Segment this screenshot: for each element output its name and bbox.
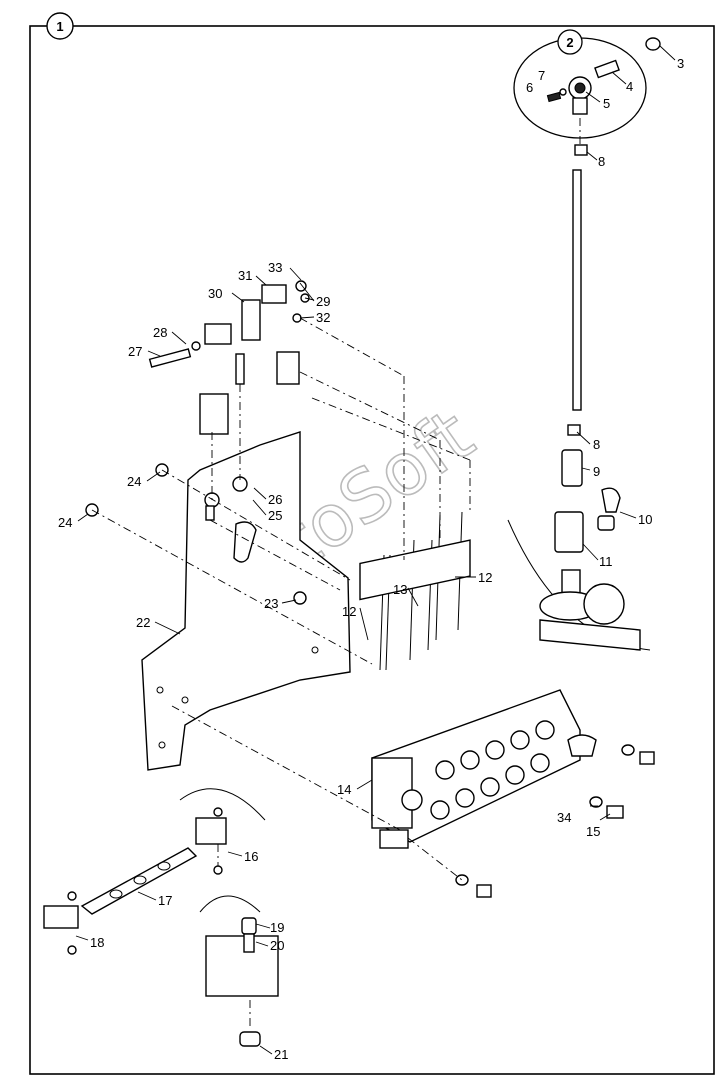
callout-20: 20	[270, 938, 284, 953]
callout-11: 11	[599, 554, 613, 569]
callout-3: 3	[677, 56, 684, 71]
assembly-centerlines	[91, 118, 600, 1030]
control-rod	[554, 144, 621, 553]
lower-detail	[43, 788, 279, 1047]
callout-13: 13	[393, 582, 407, 597]
callout-14: 14	[337, 782, 351, 797]
control-cables	[359, 511, 471, 671]
callout-16: 16	[244, 849, 258, 864]
callout-31: 31	[238, 268, 252, 283]
callout-12b: 12	[342, 604, 356, 619]
callout-labels: 3 4 5 6 7 8 8 9 10 11 12 12 13 14 15 16 …	[58, 56, 684, 1062]
callout-26: 26	[268, 492, 282, 507]
diagram-frame	[29, 25, 715, 1075]
callout-10: 10	[638, 512, 652, 527]
callout-30: 30	[208, 286, 222, 301]
svg-text:1: 1	[56, 19, 63, 34]
callout-17: 17	[158, 893, 172, 908]
callout-34: 34	[557, 810, 571, 825]
callout-28: 28	[153, 325, 167, 340]
callout-25: 25	[268, 508, 282, 523]
callout-leaders	[75, 45, 676, 1055]
callout-12a: 12	[478, 570, 492, 585]
callout-29: 29	[316, 294, 330, 309]
svg-text:2: 2	[566, 35, 573, 50]
callout-33: 33	[268, 260, 282, 275]
callout-5: 5	[603, 96, 610, 111]
callout-32: 32	[316, 310, 330, 325]
callout-6: 6	[526, 80, 533, 95]
assembly-marker: 1	[46, 12, 74, 40]
callout-8b: 8	[593, 437, 600, 452]
rod-end-detail: 2	[513, 29, 661, 139]
callout-18: 18	[90, 935, 104, 950]
callout-24a: 24	[127, 474, 141, 489]
mounting-plate	[85, 431, 351, 771]
callout-27: 27	[128, 344, 142, 359]
valve-bolts	[455, 744, 655, 898]
callout-9: 9	[593, 464, 600, 479]
callout-23: 23	[264, 596, 278, 611]
upper-brackets	[148, 280, 310, 435]
callout-24b: 24	[58, 515, 72, 530]
callout-8a: 8	[598, 154, 605, 169]
control-valve-block	[371, 689, 597, 849]
callout-21: 21	[274, 1047, 288, 1062]
joystick-base-detail	[507, 519, 651, 651]
callout-15: 15	[586, 824, 600, 839]
callout-22: 22	[136, 615, 150, 630]
callout-19: 19	[270, 920, 284, 935]
callout-4: 4	[626, 79, 633, 94]
callout-7: 7	[538, 68, 545, 83]
